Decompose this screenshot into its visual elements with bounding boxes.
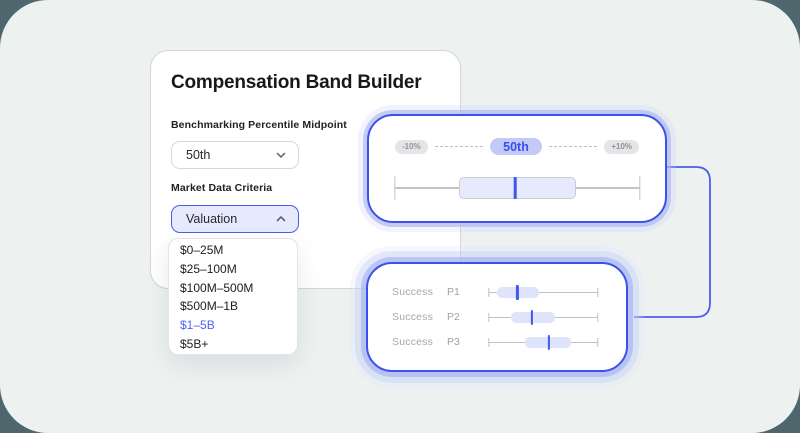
boxplot-iqr-box [510,312,556,323]
market-data-criteria-label: Market Data Criteria [171,182,273,194]
chevron-up-icon [275,213,287,225]
band-boxplot [394,175,641,201]
boxplot-iqr-box [458,177,577,199]
percentile-midpoint-select[interactable]: 50th [171,141,299,169]
boxplot-median-line [516,285,519,300]
midpoint-pill[interactable]: 50th [490,138,542,155]
upper-band-pill: +10% [604,139,640,154]
success-percentiles-panel: Success P1 Success P2 Success P3 [366,262,628,372]
percentile-row-p2: Success P2 [368,305,626,330]
option-25-100m[interactable]: $25–100M [180,261,237,276]
option-100-500m[interactable]: $100M–500M [180,280,254,295]
option-1-5b-selected[interactable]: $1–5B [180,318,215,333]
percentile-row-p1: Success P1 [368,280,626,305]
percentile-midpoint-label: Benchmarking Percentile Midpoint [171,119,347,131]
valuation-options-dropdown: $0–25M $25–100M $100M–500M $500M–1B $1–5… [168,238,298,355]
band-preview-panel: -10% 50th +10% [367,114,667,223]
row-percentile-label: P2 [447,311,460,323]
boxplot-min-cap [394,176,396,200]
row-percentile-label: P1 [447,286,460,298]
row-boxplot [488,280,599,305]
percentile-row-p3: Success P3 [368,330,626,355]
boxplot-median-line [513,177,517,199]
boxplot-min-cap [488,313,490,322]
page-title: Compensation Band Builder [171,72,422,93]
boxplot-whisker-line [489,291,598,294]
band-range-row: -10% 50th +10% [395,137,640,156]
boxplot-min-cap [488,288,490,297]
row-group-label: Success [392,336,434,348]
boxplot-median-line [530,310,533,325]
boxplot-max-cap [597,313,599,322]
option-5b-plus[interactable]: $5B+ [180,336,209,351]
row-group-label: Success [392,311,434,323]
option-0-25m[interactable]: $0–25M [180,243,224,257]
dashed-line-right [548,146,598,147]
boxplot-max-cap [597,338,599,347]
boxplot-max-cap [597,288,599,297]
row-group-label: Success [392,286,434,298]
chevron-down-icon [275,149,287,161]
boxplot-max-cap [639,176,641,200]
market-data-criteria-select[interactable]: Valuation [171,205,299,233]
option-500m-1b[interactable]: $500M–1B [180,299,239,314]
row-percentile-label: P3 [447,336,460,348]
lower-band-pill: -10% [395,139,428,154]
row-boxplot [488,305,599,330]
boxplot-min-cap [488,338,490,347]
percentile-midpoint-value: 50th [186,148,211,162]
row-boxplot [488,330,599,355]
market-data-criteria-value: Valuation [186,212,238,226]
dashed-line-left [434,146,484,147]
compensation-band-builder-card: Compensation Band Builder Benchmarking P… [150,50,461,289]
boxplot-median-line [547,335,551,350]
